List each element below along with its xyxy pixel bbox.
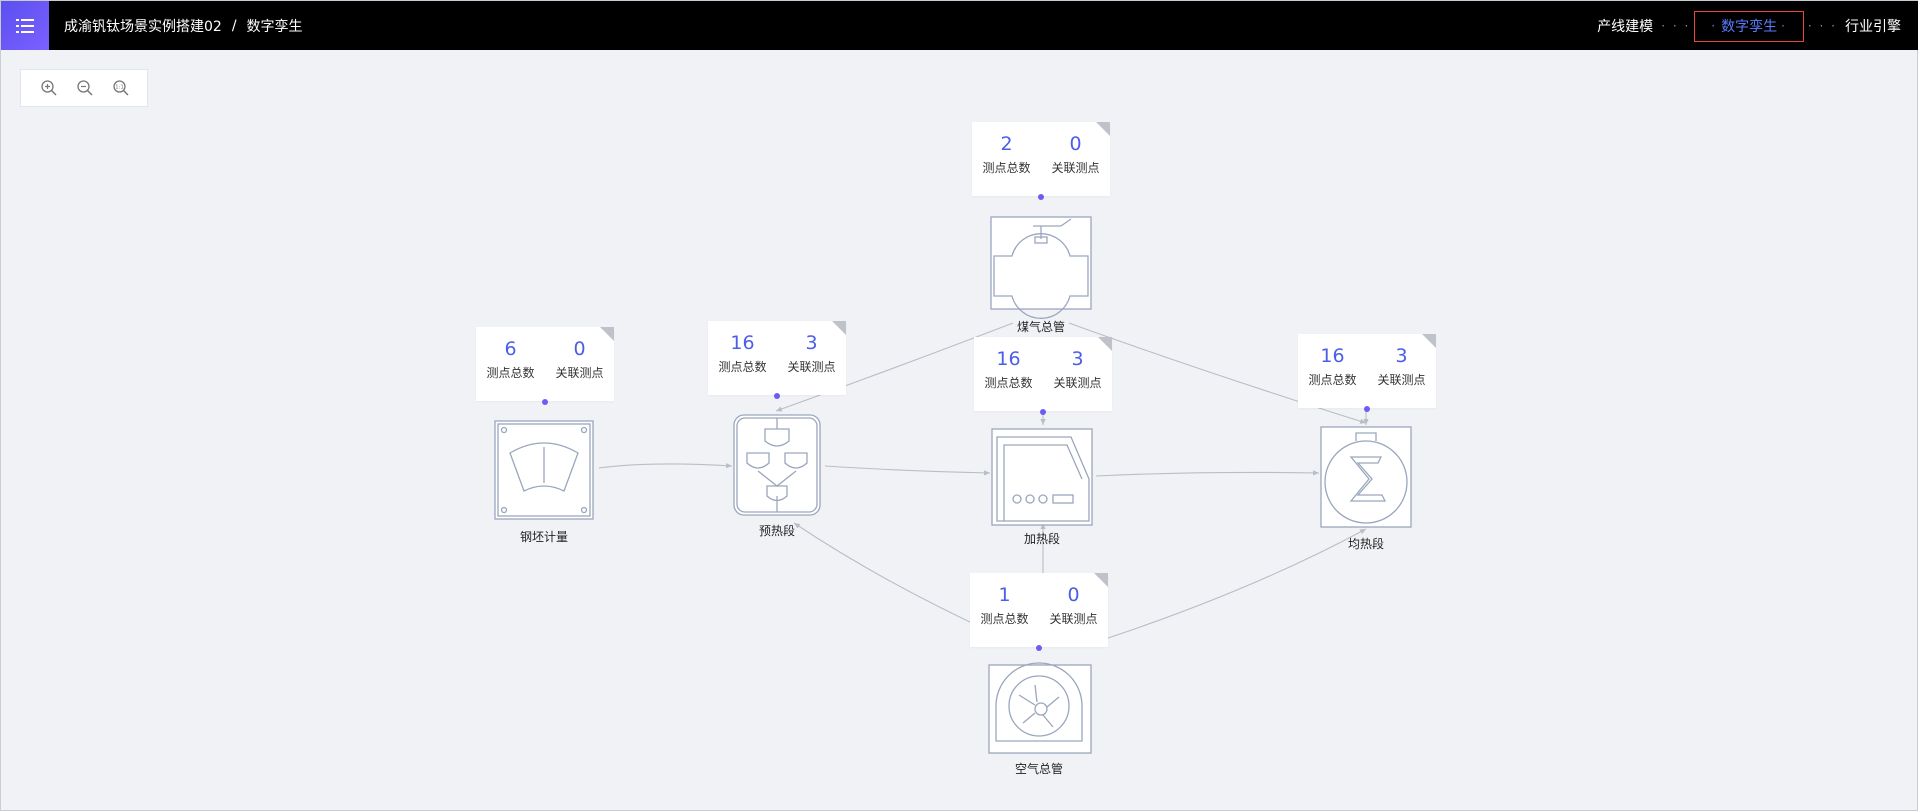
stat-linked-value: 0 (573, 338, 586, 360)
stat-total-label: 测点总数 (486, 366, 535, 380)
stat-card-junre[interactable]: 16 测点总数 3 关联测点 (1298, 334, 1436, 412)
stat-total-value: 2 (1000, 133, 1013, 155)
nav-digital-twin-label: 数字孪生 (1721, 19, 1778, 35)
air-fan-icon[interactable] (988, 662, 1092, 754)
zoom-toolbar: 1:1 (20, 69, 148, 107)
node-label-gangpi: 钢坯计量 (519, 530, 568, 544)
furnace-icon[interactable] (991, 428, 1093, 526)
stat-linked: 3 关联测点 (1367, 344, 1436, 388)
stat-total: 6 测点总数 (476, 337, 545, 381)
stat-total-value: 16 (1320, 345, 1345, 367)
stat-linked-label: 关联测点 (1051, 161, 1100, 175)
stat-linked: 0 关联测点 (1039, 583, 1108, 627)
stat-card-kongqi[interactable]: 1 测点总数 0 关联测点 (970, 573, 1108, 651)
stat-total: 2 测点总数 (972, 132, 1041, 176)
nav-digital-twin[interactable]: · 数字孪生 · (1694, 10, 1804, 42)
connection-port[interactable] (1040, 409, 1046, 415)
connection-port[interactable] (542, 399, 548, 405)
stat-linked: 3 关联测点 (777, 331, 846, 375)
stat-total-value: 16 (730, 332, 755, 354)
connection-port[interactable] (774, 393, 780, 399)
gas-valve-icon[interactable] (990, 216, 1092, 319)
connection-port[interactable] (1036, 645, 1042, 651)
edge-kongqi-yure (793, 522, 990, 632)
card-corner-marker (1098, 337, 1112, 351)
soaking-sigma-icon[interactable] (1320, 426, 1412, 528)
breadcrumb-separator: / (231, 17, 237, 34)
zoom-in-icon[interactable] (39, 78, 59, 98)
stat-card-jiare[interactable]: 16 测点总数 3 关联测点 (974, 337, 1112, 415)
breadcrumb: 成渝钒钛场景实例搭建02 / 数字孪生 (64, 1, 303, 50)
connection-port[interactable] (1038, 194, 1044, 200)
stat-linked-label: 关联测点 (1053, 376, 1102, 390)
node-label-yure: 预热段 (758, 524, 795, 538)
menu-button[interactable] (1, 1, 49, 50)
stat-linked-label: 关联测点 (787, 360, 836, 374)
stat-linked: 3 关联测点 (1043, 347, 1112, 391)
stat-total-label: 测点总数 (1308, 373, 1357, 387)
top-bar: 成渝钒钛场景实例搭建02 / 数字孪生 产线建模 · · · · 数字孪生 · … (1, 1, 1918, 50)
nav-step-dot: · (1711, 19, 1718, 33)
stat-total-value: 6 (504, 338, 517, 360)
preheat-valve-icon[interactable] (733, 414, 821, 516)
edge-kongqi-junre (1098, 528, 1367, 642)
stat-linked-value: 0 (1069, 133, 1082, 155)
stat-total-label: 测点总数 (718, 360, 767, 374)
edge-meiqi-junre (1068, 322, 1367, 424)
card-corner-marker (832, 321, 846, 335)
nav-step-dot: · (1781, 19, 1787, 33)
stat-total: 16 测点总数 (1298, 344, 1367, 388)
connection-port[interactable] (1364, 406, 1370, 412)
top-nav: 产线建模 · · · · 数字孪生 · · · · 行业引擎 (1593, 9, 1905, 43)
stat-card-meiqi[interactable]: 2 测点总数 0 关联测点 (972, 122, 1110, 200)
edge-meiqi-yure (775, 322, 1014, 412)
stat-linked: 0 关联测点 (1041, 132, 1110, 176)
stat-total-label: 测点总数 (980, 612, 1029, 626)
stat-card-yure[interactable]: 16 测点总数 3 关联测点 (708, 321, 846, 399)
edge-yure-jiare (824, 465, 991, 476)
stat-total: 1 测点总数 (970, 583, 1039, 627)
edge-gangpi-yure (598, 462, 733, 469)
node-label-jiare: 加热段 (1023, 532, 1060, 546)
stat-total-label: 测点总数 (982, 161, 1031, 175)
node-label-junre: 均热段 (1347, 537, 1384, 551)
breadcrumb-project[interactable]: 成渝钒钛场景实例搭建02 (64, 18, 222, 35)
stat-total: 16 测点总数 (974, 347, 1043, 391)
stat-linked-value: 3 (1071, 348, 1084, 370)
stat-total-value: 1 (998, 584, 1011, 606)
card-corner-marker (1096, 122, 1110, 136)
stat-total-label: 测点总数 (984, 376, 1033, 390)
svg-text:1:1: 1:1 (115, 85, 124, 91)
nav-production-modeling[interactable]: 产线建模 (1597, 19, 1654, 35)
stat-linked-label: 关联测点 (1377, 373, 1426, 387)
card-corner-marker (600, 327, 614, 341)
stat-linked-label: 关联测点 (555, 366, 604, 380)
card-corner-marker (1422, 334, 1436, 348)
stat-linked-value: 3 (1395, 345, 1408, 367)
zoom-out-icon[interactable] (75, 78, 95, 98)
stat-linked-value: 0 (1067, 584, 1080, 606)
edge-jiare-junre (1095, 470, 1320, 477)
node-label-kongqi: 空气总管 (1014, 762, 1063, 776)
nav-step-dots: · · · (1807, 19, 1837, 33)
stat-total: 16 测点总数 (708, 331, 777, 375)
breadcrumb-current: 数字孪生 (246, 18, 303, 35)
flow-canvas (494, 216, 1412, 754)
stat-card-gangpi[interactable]: 6 测点总数 0 关联测点 (476, 327, 614, 405)
nav-industry-engine[interactable]: 行业引擎 (1845, 19, 1901, 35)
zoom-reset-icon[interactable]: 1:1 (111, 78, 131, 98)
stat-linked-label: 关联测点 (1049, 612, 1098, 626)
nav-step-dots: · · · (1661, 19, 1691, 33)
scale-meter-icon[interactable] (494, 420, 594, 520)
stat-linked: 0 关联测点 (545, 337, 614, 381)
node-label-meiqi: 煤气总管 (1016, 320, 1065, 334)
stat-linked-value: 3 (805, 332, 818, 354)
stat-total-value: 16 (996, 348, 1021, 370)
menu-icon (16, 18, 34, 33)
card-corner-marker (1094, 573, 1108, 587)
